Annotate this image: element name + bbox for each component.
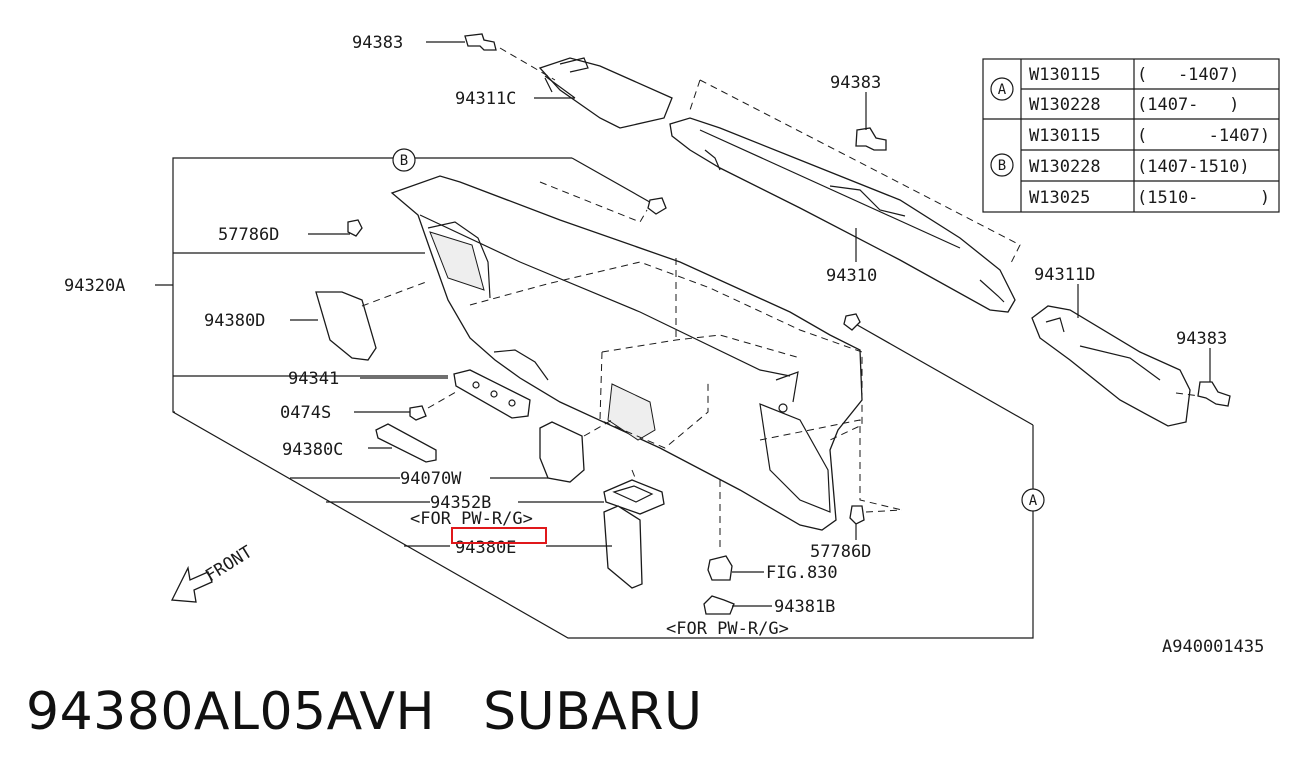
table-range: ( -1407) bbox=[1137, 65, 1239, 85]
note-for-pw-rg-1: <FOR PW-R/G> bbox=[410, 509, 533, 529]
part-94380C bbox=[375, 423, 437, 463]
part-94380D bbox=[315, 291, 377, 361]
trunk-trim-panel bbox=[390, 175, 863, 531]
clip-94383-mid bbox=[855, 127, 887, 151]
part-94341 bbox=[453, 369, 531, 419]
callout-A: A bbox=[1021, 488, 1045, 512]
clip-57786D-top bbox=[347, 219, 363, 237]
part-94311C bbox=[538, 57, 673, 129]
table-code: W130115 bbox=[1029, 126, 1101, 146]
table-range: ( -1407) bbox=[1137, 126, 1270, 146]
part-94070W bbox=[539, 421, 585, 483]
part-fig830 bbox=[707, 555, 733, 581]
label-57786D-right: 57786D bbox=[810, 542, 871, 562]
clip-right-top bbox=[843, 313, 861, 331]
brand-name: SUBARU bbox=[483, 682, 703, 742]
part-94310 bbox=[669, 117, 1016, 313]
label-0474S: 0474S bbox=[280, 403, 331, 423]
table-range: (1510- ) bbox=[1137, 188, 1270, 208]
applicability-table: A B W130115 ( -1407) W130228 (1407- ) W1… bbox=[982, 58, 1280, 213]
phantom-outline bbox=[469, 181, 903, 548]
table-range: (1407- ) bbox=[1137, 95, 1239, 115]
callout-B-letter: B bbox=[400, 153, 408, 169]
label-94383-mid: 94383 bbox=[830, 73, 881, 93]
label-94383-top: 94383 bbox=[352, 33, 403, 53]
label-94070W: 94070W bbox=[400, 469, 462, 489]
label-94311C: 94311C bbox=[455, 89, 516, 109]
note-for-pw-rg-2: <FOR PW-R/G> bbox=[666, 619, 789, 639]
table-range: (1407-1510) bbox=[1137, 157, 1250, 177]
label-94311D: 94311D bbox=[1034, 265, 1095, 285]
table-code: W130115 bbox=[1029, 65, 1101, 85]
group-bracket-94320A bbox=[155, 157, 1034, 639]
label-fig830: FIG.830 bbox=[766, 563, 838, 583]
clip-94383-right bbox=[1197, 381, 1231, 407]
screw-0474S bbox=[409, 405, 427, 421]
table-code: W13025 bbox=[1029, 188, 1090, 208]
label-57786D-top: 57786D bbox=[218, 225, 279, 245]
label-94352B: 94352B bbox=[430, 493, 491, 513]
table-mark-B: B bbox=[998, 158, 1006, 174]
parts-diagram: FRONT 94383 94311C 94383 57786D 94320A 9… bbox=[64, 33, 1280, 657]
clip-top-center bbox=[647, 197, 667, 215]
callout-A-letter: A bbox=[1029, 493, 1038, 509]
label-94380C: 94380C bbox=[282, 440, 343, 460]
label-94380D: 94380D bbox=[204, 311, 265, 331]
table-mark-A: A bbox=[998, 82, 1007, 98]
label-94383-right: 94383 bbox=[1176, 329, 1227, 349]
clip-57786D-right bbox=[849, 505, 865, 525]
part-caption: 94380AL05AVH SUBARU bbox=[26, 682, 751, 742]
label-94341: 94341 bbox=[288, 369, 339, 389]
part-number: 94380AL05AVH bbox=[26, 682, 436, 742]
table-code: W130228 bbox=[1029, 157, 1101, 177]
callout-B: B bbox=[392, 148, 416, 172]
highlight-box-94380E bbox=[451, 527, 547, 544]
clip-94383-top bbox=[464, 33, 497, 51]
diagram-code: A940001435 bbox=[1162, 637, 1264, 657]
leader-lines bbox=[173, 41, 1211, 607]
part-94380E bbox=[603, 505, 643, 589]
label-94310: 94310 bbox=[826, 266, 877, 286]
label-94381B: 94381B bbox=[774, 597, 835, 617]
part-94311D bbox=[1031, 305, 1191, 427]
front-arrow-icon bbox=[170, 565, 213, 603]
table-code: W130228 bbox=[1029, 95, 1101, 115]
part-94352B bbox=[603, 479, 665, 515]
part-94381B bbox=[703, 595, 735, 615]
label-94380E: 94380E bbox=[455, 538, 516, 558]
front-label: FRONT bbox=[202, 542, 256, 586]
label-94320A: 94320A bbox=[64, 276, 125, 296]
